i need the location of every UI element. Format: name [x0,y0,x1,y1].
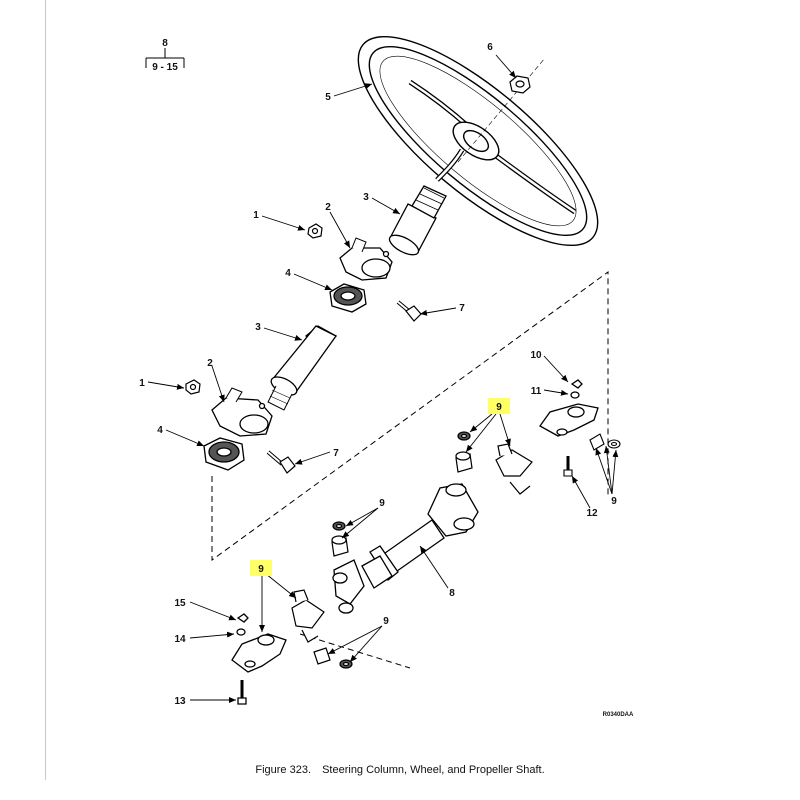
reference-box: 8 9 - 15 [145,38,185,73]
callout-4-lower: 4 [157,425,163,436]
callout-7-upper: 7 [459,303,465,314]
upper-yoke [539,379,599,437]
callout-1-upper: 1 [253,210,259,221]
figure-number: Figure 323. [255,764,312,776]
wheel-axis-centerline [457,57,546,163]
upper-yoke-bearings [589,433,621,451]
callout-8: 8 [449,588,455,599]
assembly-boundary [211,271,609,669]
callout-15: 15 [174,598,186,609]
reference-box-bottom: 9 - 15 [152,62,178,73]
lower-ujoint-kit [291,521,353,669]
callout-9-middle: 9 [379,498,385,509]
callout-12: 12 [586,508,598,519]
callout-3-middle: 3 [255,322,261,333]
drawing-code: R0340DAA [603,712,634,718]
upper-clamp-nut [307,223,323,239]
callout-11: 11 [531,386,542,397]
leader-lines [147,54,619,703]
upper-ujoint-kit [455,431,533,495]
lower-bearing [203,437,245,471]
lower-clamp [211,387,273,437]
lower-bolt [266,450,296,474]
highlight-callout-9-lower [250,560,272,576]
steering-wheel [357,35,599,247]
figure-caption: Figure 323. Steering Column, Wheel, and … [0,764,800,776]
upper-bolt [396,300,422,322]
callout-2-upper: 2 [325,202,331,213]
callout-2-lower: 2 [207,358,213,369]
propeller-shaft [332,483,479,614]
wheel-nut [509,75,531,94]
callout-9-lower-highlighted: 9 [258,564,264,575]
upper-splined-shaft [388,185,447,256]
upper-clamp [339,237,393,281]
highlight-callout-9-upper [488,398,510,414]
middle-shaft [267,325,338,411]
callout-10: 10 [530,350,542,361]
upper-bearing [329,283,367,313]
callout-4-upper: 4 [285,268,291,279]
figure-title: Steering Column, Wheel, and Propeller Sh… [322,764,545,776]
callout-13: 13 [174,696,186,707]
callout-3-upper: 3 [363,192,369,203]
reference-box-top: 8 [162,38,168,49]
upper-yoke-bolt [563,456,573,477]
callout-9-right: 9 [611,496,617,507]
lower-clamp-nut [185,379,201,395]
page-margin-rule [45,0,46,780]
callout-14: 14 [174,634,186,645]
callout-7-lower: 7 [333,448,339,459]
callout-5: 5 [325,92,331,103]
lower-yoke [231,613,287,705]
callout-9-lower-right: 9 [383,616,389,627]
callout-6: 6 [487,42,493,53]
callout-labels: 6 5 3 1 2 4 7 3 2 1 4 7 10 11 9 9 12 9 8… [139,42,617,707]
callout-9-upper-highlighted: 9 [496,402,502,413]
callout-1-lower: 1 [139,378,145,389]
